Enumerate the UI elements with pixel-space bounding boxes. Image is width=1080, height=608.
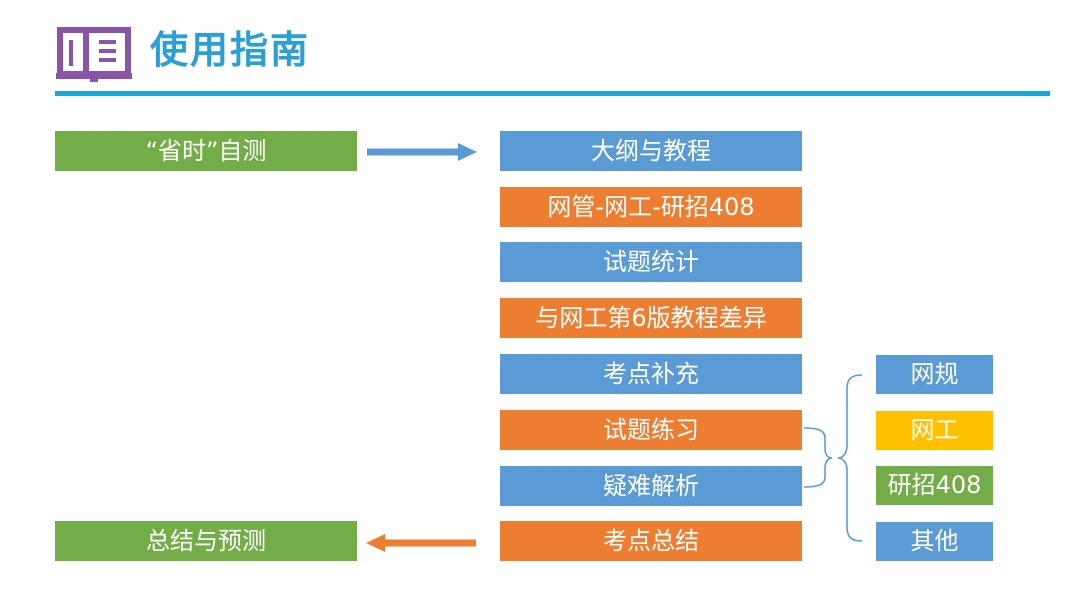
flow-box-question-stats: 试题统计 [500, 242, 802, 282]
category-bracket [837, 374, 863, 542]
flow-box-practice: 试题练习 [500, 410, 802, 450]
book-icon [56, 27, 132, 82]
flow-box-outline-tutorial: 大纲与教程 [500, 131, 802, 171]
self-test-box: “省时”自测 [55, 131, 357, 171]
side-box-network-engineer: 网工 [876, 411, 993, 450]
title-underline [55, 91, 1050, 96]
flow-box-edition-differences: 与网工第6版教程差异 [500, 298, 802, 338]
side-box-other: 其他 [876, 522, 993, 561]
side-box-graduate-408: 研招408 [876, 466, 993, 505]
practice-bracket [803, 427, 833, 488]
right-arrow [367, 143, 477, 161]
flow-box-topic-supplement: 考点补充 [500, 354, 802, 394]
summary-forecast-box: 总结与预测 [55, 521, 357, 561]
flow-box-network-track: 网管-网工-研招408 [500, 187, 802, 227]
page-title: 使用指南 [150, 28, 311, 72]
flow-box-difficult-analysis: 疑难解析 [500, 466, 802, 506]
flow-box-topic-summary: 考点总结 [500, 521, 802, 561]
side-box-network-planning: 网规 [876, 355, 993, 394]
left-arrow [366, 534, 476, 552]
